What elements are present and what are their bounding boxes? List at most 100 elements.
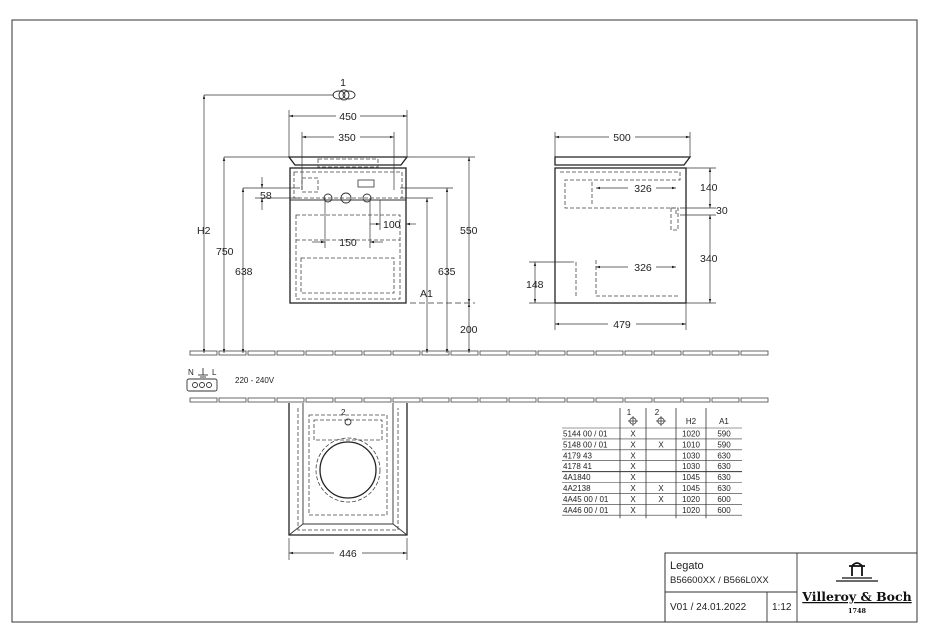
floor-tile (392, 397, 421, 403)
basin-bowl (317, 158, 379, 168)
dim-340: 340 (700, 253, 718, 265)
drawing-frame (11, 19, 918, 623)
dim-326-top: 326 (634, 183, 652, 195)
dim-h2: H2 (197, 225, 211, 237)
connection-symbol-2-icon (344, 418, 352, 426)
floor-tile (421, 397, 450, 403)
floor-tile (479, 350, 508, 356)
dim-750: 750 (216, 246, 234, 258)
floor-tile (218, 350, 247, 356)
table-cell: X (630, 430, 636, 439)
dim-150: 150 (339, 237, 357, 249)
floor-tile (537, 397, 566, 403)
floor-tile (711, 350, 740, 356)
table-cell: 1045 (682, 473, 700, 482)
dim-638: 638 (235, 266, 253, 278)
floor-tile (711, 397, 740, 403)
table-cell: 1020 (682, 430, 700, 439)
table-cell: X (658, 484, 664, 493)
version-date: V01 / 24.01.2022 (670, 602, 747, 613)
floor-tile (276, 397, 305, 403)
floor-tile (334, 350, 363, 356)
cabinet-front (289, 167, 407, 304)
floor-tile (450, 350, 479, 356)
table-cell: 4178 41 (563, 462, 592, 471)
table-cell: 5144 00 / 01 (563, 430, 608, 439)
floor-tile (276, 350, 305, 356)
floor-tile (450, 397, 479, 403)
floor-tile (247, 350, 276, 356)
floor-tile (189, 397, 218, 403)
floor-tile (624, 350, 653, 356)
floor-tile (624, 397, 653, 403)
table-cell: X (658, 440, 664, 449)
floor-tile (305, 397, 334, 403)
table-cell: 1020 (682, 506, 700, 515)
voltage-label: 220 - 240V (235, 376, 275, 385)
table-cell: 600 (717, 506, 731, 515)
dim-326-bottom: 326 (634, 262, 652, 274)
brand-name: Villeroy & Boch (801, 589, 911, 604)
dim-550: 550 (460, 225, 478, 237)
electrical-socket: N L 220 - 240V (186, 368, 275, 392)
table-cell: 4A45 00 / 01 (563, 495, 609, 504)
dim-635: 635 (438, 266, 456, 278)
marker-1-label: 1 (340, 77, 346, 89)
floor-line-lower (189, 397, 769, 403)
floor-tile (421, 350, 450, 356)
dim-58: 58 (260, 190, 272, 202)
table-cell: X (630, 451, 636, 460)
table-cell: X (630, 484, 636, 493)
floor-tile (247, 397, 276, 403)
floor-tile (566, 350, 595, 356)
table-cell: X (630, 473, 636, 482)
table-header-connection-2: 2 (655, 408, 660, 417)
marker-2-label: 2 (341, 408, 346, 417)
floor-tile (682, 350, 711, 356)
table-header-connection-1: 1 (627, 408, 632, 417)
dim-479: 479 (613, 319, 631, 331)
table-cell: 4A1840 (563, 473, 591, 482)
table-cell: 5148 00 / 01 (563, 440, 608, 449)
floor-tile (595, 350, 624, 356)
dim-450: 450 (339, 111, 357, 123)
floor-tile (479, 397, 508, 403)
table-cell: X (658, 495, 664, 504)
table-cell: 630 (717, 473, 731, 482)
table-header-h2: H2 (686, 417, 697, 426)
dim-a1: A1 (420, 288, 433, 300)
table-cell: 600 (717, 495, 731, 504)
floor-tile (218, 397, 247, 403)
floor-tile (682, 397, 711, 403)
table-row: 5144 00 / 01 X 1020 590 (563, 430, 731, 439)
neutral-label: N (188, 368, 194, 377)
table-cell: 1030 (682, 451, 700, 460)
floor-tile (653, 350, 682, 356)
basin-top (287, 156, 409, 166)
table-cell: 630 (717, 451, 731, 460)
floor-tile (537, 350, 566, 356)
floor-tile (740, 350, 769, 356)
table-cell: 1020 (682, 495, 700, 504)
connection-symbol-1-icon (332, 89, 356, 101)
product-codes: B56600XX / B566L0XX (670, 575, 769, 586)
table-cell: 590 (717, 430, 731, 439)
table-cell: 4A2138 (563, 484, 591, 493)
table-cell: X (630, 462, 636, 471)
floor-tile (392, 350, 421, 356)
title-block: Legato B56600XX / B566L0XX V01 / 24.01.2… (664, 552, 918, 623)
floor-tile (189, 350, 218, 356)
ground-icon (198, 368, 208, 378)
live-label: L (212, 368, 217, 377)
plan-view: 2 446 (288, 403, 408, 560)
dim-500: 500 (613, 132, 631, 144)
front-view: 1 H2 750 638 58 450 350 150 100 (197, 77, 478, 353)
socket-box (357, 179, 375, 188)
table-header-a1: A1 (719, 417, 729, 426)
dim-148: 148 (526, 279, 544, 291)
